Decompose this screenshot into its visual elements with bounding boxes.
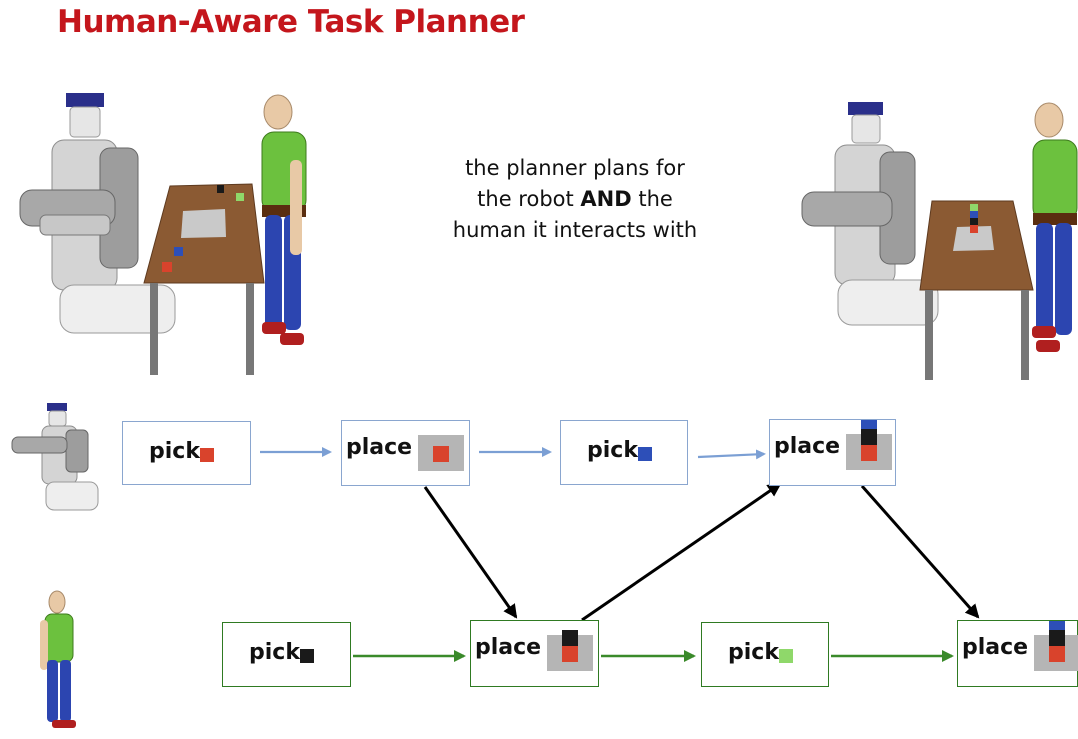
table-left xyxy=(143,183,265,375)
human-step-2-place: place xyxy=(470,620,599,687)
cube-red xyxy=(433,446,449,462)
robot-icon xyxy=(11,403,99,511)
held-cube-icon xyxy=(300,649,314,663)
cube-blue xyxy=(861,420,877,429)
held-cube-icon xyxy=(200,448,214,462)
cube-black xyxy=(300,649,314,663)
robot-step-2-place: place xyxy=(341,420,470,486)
caption-text: the planner plans for the robot AND the … xyxy=(405,153,745,246)
step-label: pick xyxy=(149,439,200,464)
human-step-1-pick: pick xyxy=(222,622,351,687)
human-figure-large-right xyxy=(1032,102,1078,352)
sync-arrow xyxy=(423,486,518,619)
cube-green xyxy=(779,649,793,663)
caption-line-3: human it interacts with xyxy=(452,218,698,242)
caption-line-1: the planner plans for xyxy=(465,156,685,180)
step-label: pick xyxy=(587,438,638,463)
placement-area-icon xyxy=(418,435,464,471)
step-label: place xyxy=(962,635,1029,660)
placement-area-icon xyxy=(846,420,892,470)
human-icon xyxy=(40,590,76,728)
placement-area-icon xyxy=(1034,621,1078,671)
goal-scene xyxy=(801,102,1078,380)
cube-black xyxy=(1049,630,1065,646)
robot-sequence-arrow xyxy=(697,449,766,460)
step-label: place xyxy=(475,635,542,660)
robot-step-1-pick: pick xyxy=(122,421,251,485)
caption-emphasis: AND xyxy=(580,187,632,211)
cube-red xyxy=(200,448,214,462)
robot-step-3-pick: pick xyxy=(560,420,688,485)
robot-figure-large-left xyxy=(19,93,176,334)
step-label: pick xyxy=(728,640,779,665)
caption-line-2: the robot AND the xyxy=(477,187,673,211)
sync-arrow xyxy=(860,485,980,619)
robot-figure-large-right xyxy=(801,102,939,326)
human-figure-large-left xyxy=(261,94,307,345)
sync-arrow xyxy=(581,482,782,622)
step-label: place xyxy=(774,434,841,459)
step-label: place xyxy=(346,435,413,460)
cube-red xyxy=(861,445,877,461)
cube-red xyxy=(562,646,578,662)
human-step-3-pick: pick xyxy=(701,622,829,687)
held-cube-icon xyxy=(779,649,793,663)
cube-blue xyxy=(1049,621,1065,630)
held-cube-icon xyxy=(638,447,652,461)
robot-step-4-place: place xyxy=(769,419,896,486)
cube-black xyxy=(562,630,578,646)
cube-black xyxy=(861,429,877,445)
table-right xyxy=(919,200,1034,380)
initial-scene xyxy=(19,93,307,375)
step-label: pick xyxy=(249,640,300,665)
cube-red xyxy=(1049,646,1065,662)
placement-area-icon xyxy=(547,630,593,671)
cube-blue xyxy=(638,447,652,461)
human-step-4-place: place xyxy=(957,620,1078,687)
slide-title: Human-Aware Task Planner xyxy=(57,4,525,40)
